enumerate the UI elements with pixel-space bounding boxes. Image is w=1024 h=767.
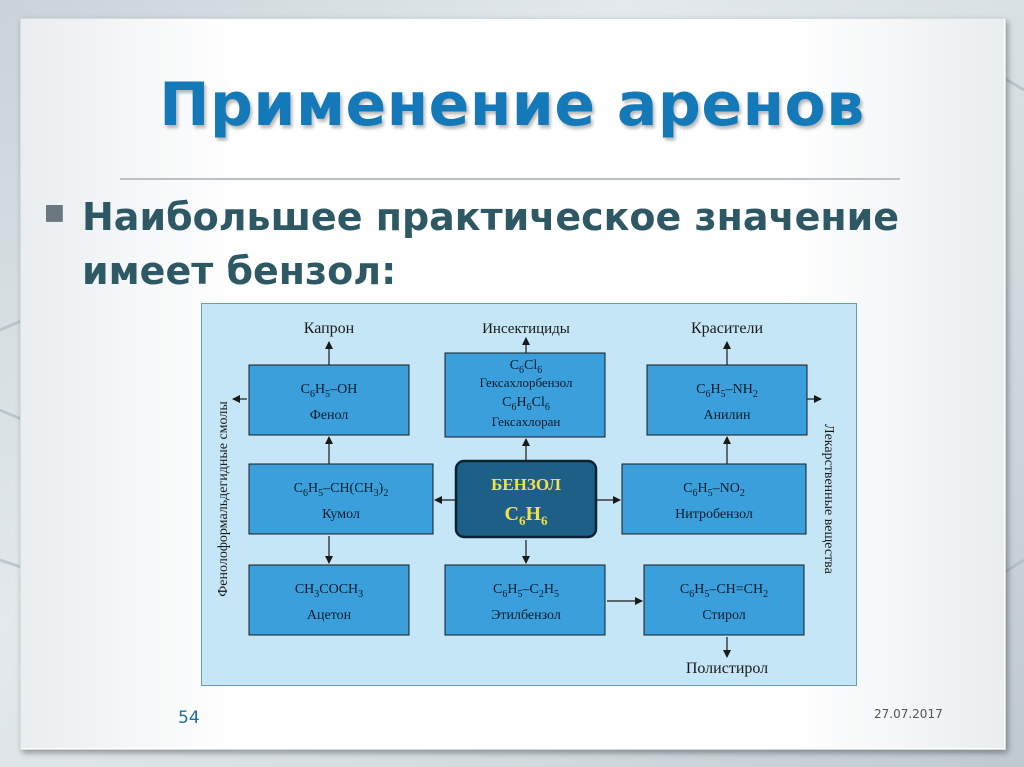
product-kapron: Капрон	[304, 320, 355, 337]
product-dyes: Красители	[691, 320, 764, 337]
styrene-name: Стирол	[702, 608, 746, 623]
nitrobenzene-formula: C6H5–NO2	[683, 481, 745, 499]
benzene-applications-diagram: Капрон Инсектициды Красители Полистирол …	[201, 303, 857, 686]
slide-date: 27.07.2017	[874, 707, 943, 721]
hexachlorobenzene-formula: C6Cl6	[510, 358, 543, 376]
cumene-name: Кумол	[322, 507, 360, 522]
box-cumene	[248, 463, 434, 535]
slide-title: Применение аренов	[159, 70, 865, 140]
acetone-name: Ацетон	[307, 608, 352, 623]
cumene-formula: C6H5–CH(CH3)2	[294, 481, 389, 499]
ethylbenzene-name: Этилбензол	[491, 608, 561, 623]
box-hexachlorane	[444, 352, 606, 438]
box-aniline	[646, 364, 808, 436]
phenol-name: Фенол	[310, 408, 349, 423]
side-label-medicines: Лекарственные вещества	[821, 424, 836, 574]
nitrobenzene-name: Нитробензол	[675, 507, 753, 522]
styrene-formula: C6H5–CH=CH2	[680, 582, 768, 600]
box-benzene-center	[454, 459, 598, 539]
side-label-resins: Фенолоформальдегидные смолы	[216, 401, 231, 597]
bullet-text: Наибольшее практическое значение имеет б…	[82, 195, 900, 293]
hexachlorane-name: Гексахлоран	[492, 414, 561, 429]
benzene-title: БЕНЗОЛ	[491, 475, 561, 494]
diagram-arrows	[232, 337, 822, 658]
aniline-name: Анилин	[703, 408, 751, 423]
acetone-formula: CH3COCH3	[295, 582, 363, 600]
product-polystyrene: Полистирол	[686, 660, 768, 677]
title-divider	[120, 178, 900, 180]
bullet-square-icon: ■	[44, 200, 65, 225]
box-nitrobenzene	[621, 463, 807, 535]
hexachlorobenzene-name: Гексахлорбензол	[479, 375, 573, 390]
slide-number: 54	[178, 708, 200, 728]
box-acetone	[248, 564, 410, 636]
benzene-formula: C6H6	[504, 503, 548, 528]
aniline-formula: C6H5–NH2	[696, 382, 758, 400]
box-ethylbenzene	[444, 564, 606, 636]
phenol-formula: C6H5–OH	[301, 382, 358, 400]
product-insecticides: Инсектициды	[482, 321, 570, 337]
box-phenol	[248, 364, 410, 436]
box-styrene	[643, 564, 805, 636]
